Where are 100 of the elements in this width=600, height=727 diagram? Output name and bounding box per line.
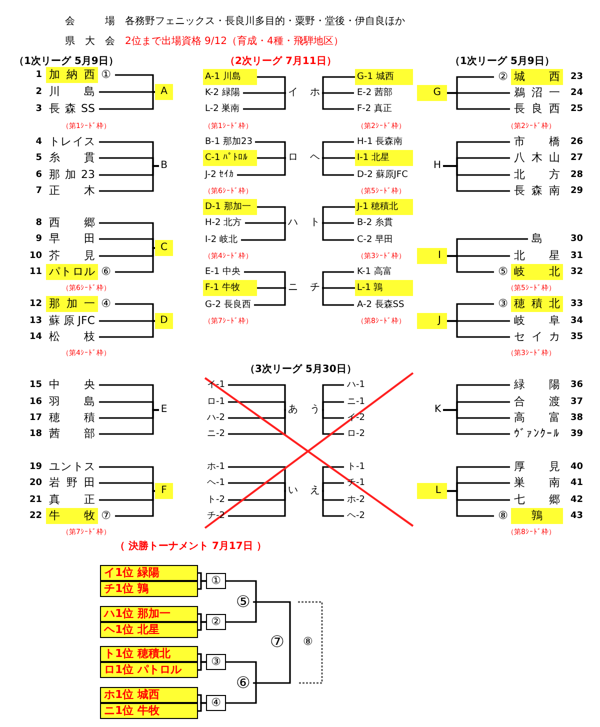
group-letter: G: [417, 85, 447, 101]
row-number: 20: [28, 477, 43, 490]
seed-mark: ①: [100, 67, 112, 83]
team-entry: ロ-2: [345, 426, 371, 442]
match-number-box: ②: [206, 614, 226, 630]
bracket-line: [443, 409, 510, 435]
team-entry: K-1 高富: [355, 264, 413, 280]
group-letter: F: [155, 483, 173, 499]
row-number: 41: [569, 477, 584, 490]
group-letter: J: [417, 313, 447, 329]
row-number: 17: [28, 412, 43, 425]
group-letter: H: [417, 158, 447, 174]
bracket-line: [253, 641, 291, 684]
bracket-line: [228, 401, 286, 411]
team-name: 北星: [513, 248, 561, 264]
bracket-line: [237, 157, 286, 176]
team-slot: ハ1位 那加一: [100, 606, 198, 622]
bracket-line: [241, 222, 286, 241]
group-letter: ヘ: [309, 150, 321, 166]
row-number: 13: [28, 315, 43, 328]
bracket-line: [322, 92, 354, 94]
bracket-line: [322, 157, 355, 159]
team-entry: G-1 城西: [355, 69, 413, 85]
row-number: 15: [28, 379, 43, 392]
team-name: 市橋: [513, 134, 561, 150]
team-name: 七郷: [513, 492, 561, 508]
bracket-line: [243, 92, 286, 110]
team-entry: F-2 真正: [355, 101, 413, 117]
team-name: 長森南: [513, 183, 561, 199]
row-number: 11: [28, 266, 43, 279]
match-number-box: ①: [206, 573, 226, 589]
bracket-line: [198, 661, 206, 671]
group-letter: チ: [309, 280, 321, 296]
group-letter: ト: [309, 215, 321, 231]
section-title: （1次リーグ 5月9日）: [450, 54, 554, 69]
team-name: 川島: [48, 84, 96, 100]
seed-mark: ⑧: [497, 508, 509, 524]
team-entry: ト-1: [345, 459, 371, 475]
team-entry: ヘ-1: [205, 475, 231, 491]
team-name: 厚見: [513, 459, 561, 475]
team-name: パトロル: [46, 264, 98, 280]
seed-mark: ②: [497, 69, 509, 85]
team-name: 加納西: [46, 67, 98, 83]
team-entry: ハ-2: [205, 410, 231, 426]
team-entry: C-2 早田: [355, 232, 413, 248]
row-number: 1: [34, 69, 43, 82]
seed-mark: ⑦: [100, 508, 112, 524]
group-letter: C: [155, 240, 173, 256]
row-number: 21: [28, 494, 43, 507]
team-entry: ニ-1: [345, 394, 371, 410]
team-name: 鶉: [511, 508, 563, 524]
group-letter: ニ: [287, 280, 299, 296]
team-entry: I-2 岐北: [203, 232, 257, 248]
team-entry: I-1 北星: [355, 150, 413, 166]
team-entry: B-2 糸貫: [355, 215, 413, 231]
team-name: 岩野田: [48, 475, 96, 491]
team-name: 西郷: [48, 215, 96, 231]
match-number: ⑥: [236, 675, 256, 691]
bracket-line: [115, 247, 155, 273]
seed-mark: ⑤: [497, 264, 509, 280]
team-entry: C-1 ﾊﾟﾄﾛﾙ: [203, 150, 257, 166]
match-number: ⑤: [236, 594, 256, 610]
group-letter: D: [155, 313, 173, 329]
group-letter: K: [417, 402, 447, 418]
row-number: 18: [28, 428, 43, 441]
bracket-line: [253, 601, 291, 643]
team-slot: チ1位 鶉: [100, 581, 198, 597]
seed-mark: ⑥: [100, 264, 112, 280]
bracket-line: [99, 320, 155, 322]
bracket-line: [447, 490, 494, 517]
bracket-line: [198, 580, 206, 590]
team-slot: ニ1位 牛牧: [100, 703, 198, 719]
row-number: 37: [569, 396, 584, 409]
team-entry: F-1 牛牧: [203, 280, 257, 296]
qualification-note: 2位まで出場資格 9/12（育成・4種・飛騨地区）: [125, 34, 344, 49]
team-entry: B-1 那加23: [203, 134, 257, 150]
bracket-line: [322, 222, 354, 224]
row-number: 5: [34, 152, 43, 165]
row-number: 14: [28, 331, 43, 344]
bracket-line: [99, 165, 159, 192]
bracket-line: [228, 490, 286, 517]
team-name: 緑陽: [513, 377, 561, 393]
row-number: 32: [569, 266, 584, 279]
team-name: 島: [530, 231, 544, 247]
bracket-line: [322, 401, 344, 411]
section-title: （2次リーグ 7月11日）: [225, 54, 336, 69]
team-name: ユントス: [48, 459, 96, 475]
team-name: 蘇原JFC: [48, 313, 96, 329]
row-number: 9: [34, 233, 43, 246]
bracket-line: [322, 92, 354, 110]
row-number: 4: [34, 136, 43, 149]
bracket-line: [322, 157, 354, 176]
bracket-line: [198, 702, 206, 712]
team-name: 羽島: [48, 394, 96, 410]
bracket-line: [245, 222, 286, 224]
row-number: 38: [569, 412, 584, 425]
row-number: 33: [569, 298, 584, 311]
row-number: 2: [34, 86, 43, 99]
group-letter: I: [417, 248, 447, 264]
match-number-box: ④: [206, 695, 226, 711]
